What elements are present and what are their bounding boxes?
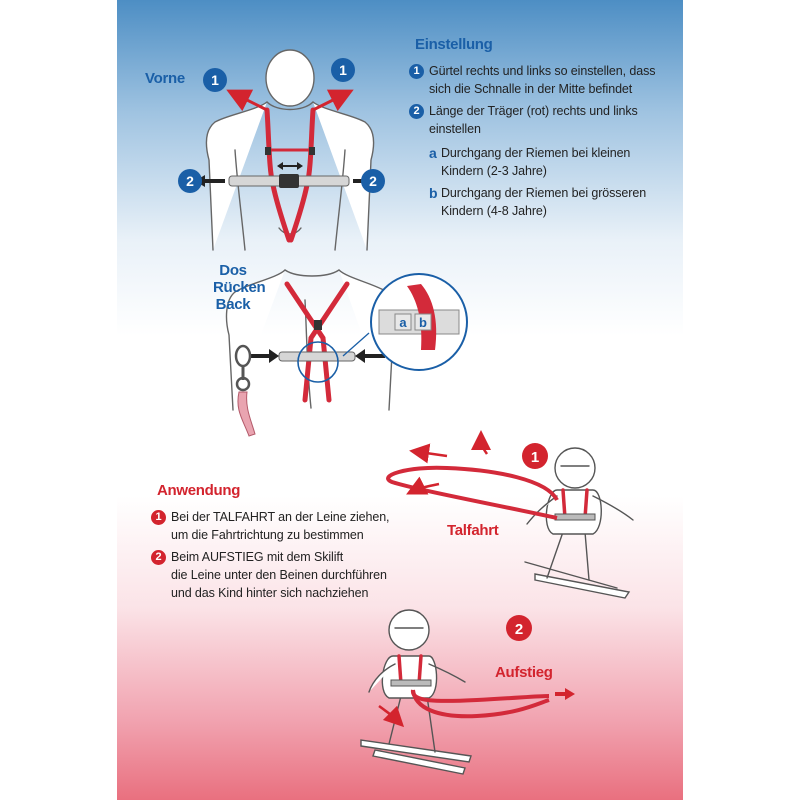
uphill-marker: 2 <box>506 615 532 641</box>
setup-sub-a-line: Durchgang der Riemen bei kleinen <box>441 146 631 160</box>
usage-step-1: 1 Bei der TALFAHRT an der Leine ziehen, … <box>151 508 411 544</box>
svg-text:2: 2 <box>515 621 523 638</box>
setup-step-2-line: Länge der Träger (rot) rechts und links <box>429 104 638 118</box>
front-step-markers: 1 1 2 2 <box>178 58 385 193</box>
uphill-skier <box>360 609 472 775</box>
svg-text:1: 1 <box>211 72 219 88</box>
strap-detail-inset: a b <box>342 273 468 371</box>
leash-clip <box>234 344 256 437</box>
usage-step-2-line: und das Kind hinter sich nachziehen <box>171 586 369 600</box>
downhill-harness <box>554 488 596 521</box>
setup-sub-b-line: Kindern (4-8 Jahre) <box>441 204 547 218</box>
setup-title: Einstellung <box>415 36 493 53</box>
usage-step-1-line: Bei der TALFAHRT an der Leine ziehen, <box>171 510 390 524</box>
step-number-badge: 1 <box>409 64 424 79</box>
setup-sub-a: a Durchgang der Riemen bei kleinen Kinde… <box>429 144 679 180</box>
usage-title: Anwendung <box>157 482 241 499</box>
downhill-skier <box>524 447 634 599</box>
instruction-sheet: 1 1 2 2 <box>117 0 683 800</box>
setup-step-1-line: Gürtel rechts und links so einstellen, d… <box>429 64 656 78</box>
front-label: Vorne <box>145 70 185 87</box>
step-number-badge: 2 <box>151 550 166 565</box>
downhill-label: Talfahrt <box>447 522 499 539</box>
step-number-badge: 2 <box>409 104 424 119</box>
usage-step-2-line: die Leine unter den Beinen durchführen <box>171 568 387 582</box>
step-number-badge: 1 <box>151 510 166 525</box>
usage-step-1-line: um die Fahrtrichtung zu bestimmen <box>171 528 364 542</box>
setup-sub-a-line: Kindern (2-3 Jahre) <box>441 164 547 178</box>
back-label: Dos Rücken Back <box>213 262 266 313</box>
downhill-arrows <box>406 430 492 495</box>
setup-step-2-line: einstellen <box>429 122 481 136</box>
setup-step-2: 2 Länge der Träger (rot) rechts und link… <box>409 102 679 138</box>
back-belt <box>249 320 385 383</box>
uphill-harness <box>390 654 432 687</box>
back-label-line: Rücken <box>213 279 266 296</box>
setup-step-1-line: sich die Schnalle in der Mitte befindet <box>429 82 633 96</box>
svg-text:2: 2 <box>186 173 194 189</box>
downhill-leash <box>386 465 559 520</box>
usage-step-2: 2 Beim AUFSTIEG mit dem Skilift die Lein… <box>151 548 411 602</box>
downhill-marker: 1 <box>522 443 548 469</box>
uphill-label: Aufstieg <box>495 664 553 681</box>
svg-text:1: 1 <box>531 449 539 466</box>
setup-sub-b-line: Durchgang der Riemen bei grösseren <box>441 186 647 200</box>
usage-step-2-line: Beim AUFSTIEG mit dem Skilift <box>171 550 344 564</box>
uphill-leash <box>411 689 550 719</box>
uphill-arrows <box>378 688 575 728</box>
setup-sub-b: b Durchgang der Riemen bei grösseren Kin… <box>429 184 679 220</box>
svg-text:b: b <box>419 315 427 330</box>
back-label-line: Dos <box>219 262 247 279</box>
svg-text:2: 2 <box>369 173 377 189</box>
sub-letter-b: b <box>429 185 438 201</box>
front-buckle <box>228 147 350 188</box>
svg-text:a: a <box>399 315 407 330</box>
setup-step-1: 1 Gürtel rechts und links so einstellen,… <box>409 62 679 98</box>
illustrations: 1 1 2 2 <box>178 49 634 775</box>
svg-text:1: 1 <box>339 62 347 78</box>
sub-letter-a: a <box>429 145 437 161</box>
back-label-line: Back <box>215 296 251 313</box>
